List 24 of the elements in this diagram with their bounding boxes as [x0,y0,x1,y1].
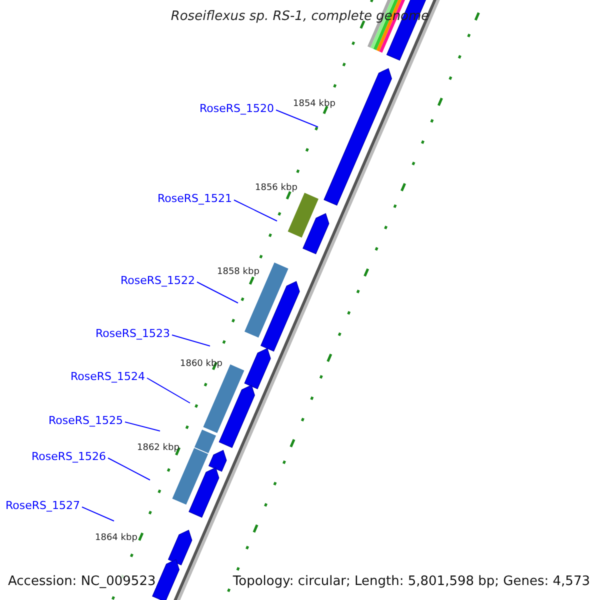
gene-label: RoseRS_1522 [120,275,195,286]
gene-label: RoseRS_1521 [158,193,232,204]
leader-line [234,200,278,222]
leader-line [276,110,318,128]
leader-line [108,458,150,480]
position-label: 1862 kbp [137,444,180,453]
map-title: Roseiflexus sp. RS-1, complete genome [170,10,430,23]
position-label: 1856 kbp [255,184,298,193]
leader-line [146,378,190,404]
position-label: 1854 kbp [293,100,336,109]
gene-label: RoseRS_1527 [6,500,80,511]
gene-label: RoseRS_1526 [32,451,106,462]
gene-label: RoseRS_1524 [70,371,145,382]
gene-label: RoseRS_1520 [200,103,274,114]
leader-line [124,422,160,432]
gene-label: RoseRS_1525 [48,415,123,426]
gene-label: RoseRS_1523 [96,328,170,339]
position-label: 1864 kbp [95,534,138,543]
genome-info-label: Topology: circular; Length: 5,801,598 bp; Genes: 4,573 [232,575,590,588]
leader-line [82,506,114,522]
accession-label: Accession: NC_009523 [8,575,156,588]
leader-line [172,334,210,346]
leader-line [196,282,238,304]
position-label: 1858 kbp [217,268,260,277]
